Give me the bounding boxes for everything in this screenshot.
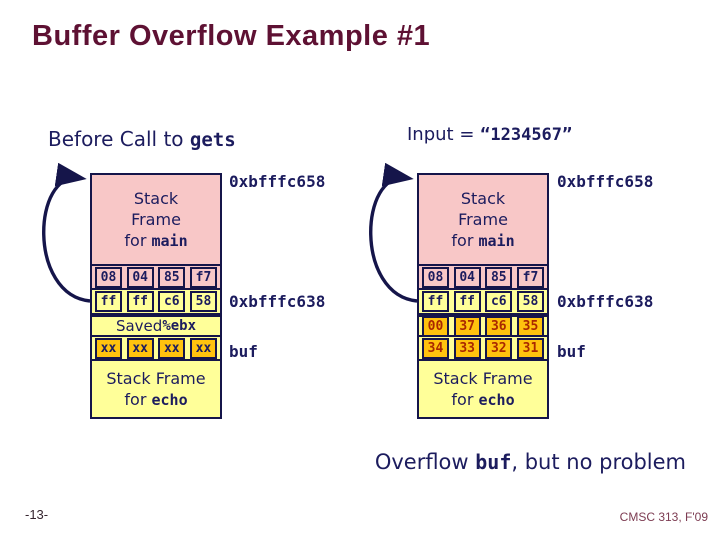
- saved-ebp-row: ff ff c6 58: [92, 288, 220, 313]
- byte-cell: 08: [422, 266, 449, 288]
- return-address-row: 08 04 85 f7: [419, 264, 547, 288]
- byte-cell: xx: [158, 337, 186, 359]
- stack-frame-main: Stack Frame for main: [92, 175, 220, 264]
- byte-cell: ff: [422, 291, 449, 312]
- page-number: -13-: [25, 507, 49, 522]
- course-footer: CMSC 313, F'09: [619, 510, 708, 524]
- stack-frame-echo: Stack Frame for echo: [419, 359, 547, 417]
- byte-cell: 58: [516, 291, 544, 312]
- byte-cell: c6: [158, 291, 186, 312]
- byte-cell: 35: [516, 315, 544, 337]
- byte-cell: 85: [158, 266, 186, 288]
- frame-main-line2: Frame: [131, 209, 181, 229]
- before-heading-text: Before Call to: [48, 127, 190, 151]
- byte-cell: 04: [126, 266, 154, 288]
- byte-cell: 00: [422, 315, 449, 337]
- buf-label-before: buf: [229, 342, 258, 361]
- frame-main-line3: for main: [124, 230, 188, 250]
- bottom-note: Overflow buf, but no problem: [374, 450, 686, 474]
- after-heading: Input = “1234567”: [407, 124, 572, 145]
- frame-echo-line1: Stack Frame: [433, 368, 533, 388]
- byte-cell: 33: [453, 337, 481, 359]
- byte-cell: ff: [126, 291, 154, 312]
- byte-cell: xx: [189, 337, 217, 359]
- byte-cell: 32: [485, 337, 513, 359]
- stack-frame-main: Stack Frame for main: [419, 175, 547, 264]
- return-pointer-arrow: [42, 163, 91, 303]
- address-label-frame-after: 0xbfffc638: [557, 292, 654, 311]
- after-heading-input: “1234567”: [480, 125, 573, 145]
- frame-main-line1: Stack: [133, 188, 179, 208]
- byte-cell: xx: [95, 337, 122, 359]
- address-label-top-after: 0xbfffc658: [557, 172, 654, 191]
- after-heading-text: Input =: [407, 124, 481, 145]
- frame-echo-line2: for echo: [124, 389, 188, 409]
- saved-ebp-row: ff ff c6 58: [419, 288, 547, 313]
- byte-cell: 31: [516, 337, 544, 359]
- byte-cell: 58: [189, 291, 217, 312]
- slide-title: Buffer Overflow Example #1: [32, 20, 431, 52]
- byte-cell: ff: [95, 291, 122, 312]
- return-address-row: 08 04 85 f7: [92, 264, 220, 288]
- frame-main-line1: Stack: [460, 188, 506, 208]
- frame-echo-line1: Stack Frame: [106, 368, 206, 388]
- byte-cell: 85: [485, 266, 513, 288]
- return-pointer-arrow: [369, 163, 418, 303]
- byte-cell: f7: [189, 266, 217, 288]
- byte-cell: 08: [95, 266, 122, 288]
- byte-cell: 36: [485, 315, 513, 337]
- saved-ebx-row: Saved %ebx: [92, 313, 220, 335]
- byte-cell: ff: [453, 291, 481, 312]
- stack-diagram-after: Stack Frame for main 08 04 85 f7 ff ff c…: [417, 173, 549, 419]
- buf-row: 34 33 32 31: [419, 335, 547, 359]
- buf-row: xx xx xx xx: [92, 335, 220, 359]
- stack-frame-echo: Stack Frame for echo: [92, 359, 220, 417]
- buf-label-after: buf: [557, 342, 586, 361]
- before-heading: Before Call to gets: [48, 127, 236, 151]
- frame-main-line2: Frame: [458, 209, 508, 229]
- frame-echo-line2: for echo: [451, 389, 515, 409]
- address-label-top-before: 0xbfffc658: [229, 172, 326, 191]
- address-label-frame-before: 0xbfffc638: [229, 292, 326, 311]
- overflowed-ebx-row: 00 37 36 35: [419, 313, 547, 337]
- byte-cell: f7: [516, 266, 544, 288]
- frame-main-line3: for main: [451, 230, 515, 250]
- byte-cell: 34: [422, 337, 449, 359]
- byte-cell: c6: [485, 291, 513, 312]
- stack-diagram-before: Stack Frame for main 08 04 85 f7 ff ff c…: [90, 173, 222, 419]
- before-heading-gets: gets: [189, 129, 236, 151]
- byte-cell: 04: [453, 266, 481, 288]
- byte-cell: 37: [453, 315, 481, 337]
- byte-cell: xx: [126, 337, 154, 359]
